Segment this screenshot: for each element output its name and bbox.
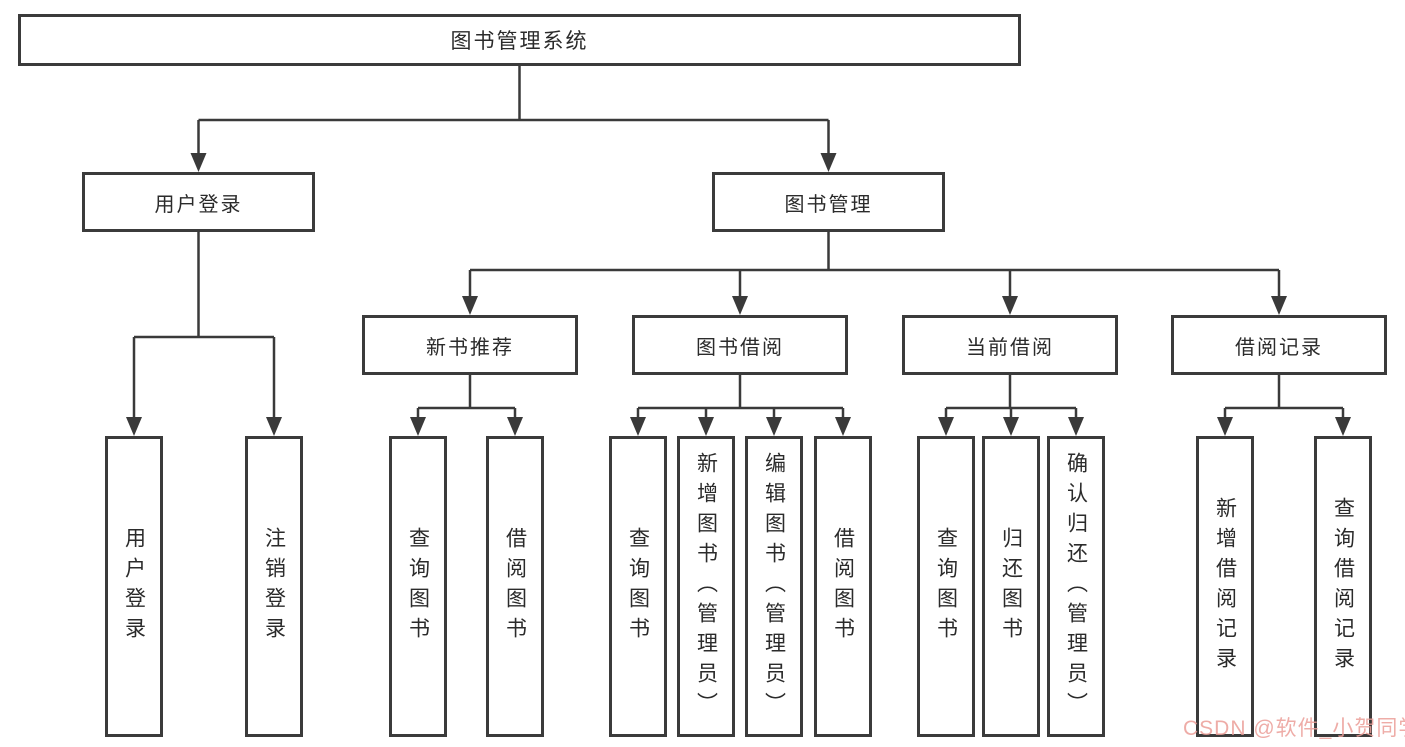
- arrowhead: [462, 296, 478, 315]
- node-root-library-system: 图书管理系统: [18, 14, 1021, 66]
- leaf-return-books: 归还图书: [982, 436, 1040, 737]
- node-label: 借阅图书: [503, 526, 527, 647]
- leaf-borrow-books-1: 借阅图书: [486, 436, 544, 737]
- connector-user-login: [132, 232, 276, 420]
- leaf-confirm-return-admin: 确认归还（管理员）: [1047, 436, 1105, 737]
- node-label: 编辑图书（管理员）: [762, 451, 786, 722]
- leaf-query-books-2: 查询图书: [609, 436, 667, 737]
- arrowhead: [1002, 296, 1018, 315]
- arrowhead: [1068, 417, 1084, 436]
- arrowhead: [835, 417, 851, 436]
- arrowhead: [1271, 296, 1287, 315]
- node-label: 查询借阅记录: [1331, 496, 1355, 677]
- connector-new-book-recommend: [416, 375, 517, 420]
- arrowhead: [938, 417, 954, 436]
- node-label: 新书推荐: [426, 336, 514, 359]
- leaf-logout: 注销登录: [245, 436, 303, 737]
- node-label: 新增借阅记录: [1213, 496, 1237, 677]
- connector-book-management: [468, 232, 1281, 299]
- node-label: 图书管理系统: [450, 30, 589, 53]
- node-label: 当前借阅: [966, 336, 1054, 359]
- node-user-login: 用户登录: [82, 172, 315, 232]
- leaf-edit-books-admin: 编辑图书（管理员）: [745, 436, 803, 737]
- arrowhead: [126, 417, 142, 436]
- node-book-borrow: 图书借阅: [632, 315, 848, 375]
- arrowhead: [820, 153, 837, 172]
- leaf-add-borrow-record: 新增借阅记录: [1196, 436, 1254, 737]
- connector-root-to-level2: [197, 66, 830, 156]
- node-new-book-recommend: 新书推荐: [362, 315, 578, 375]
- leaf-query-borrow-record: 查询借阅记录: [1314, 436, 1372, 737]
- leaf-user-login: 用户登录: [105, 436, 163, 737]
- arrowhead: [410, 417, 426, 436]
- arrowhead: [1003, 417, 1019, 436]
- node-label: 归还图书: [999, 526, 1023, 647]
- arrowhead: [732, 296, 748, 315]
- node-label: 用户登录: [154, 193, 243, 216]
- arrowhead: [1217, 417, 1233, 436]
- csdn-watermark: CSDN @软件_小贺同学: [1183, 717, 1405, 740]
- leaf-query-books-3: 查询图书: [917, 436, 975, 737]
- node-label: 借阅记录: [1235, 336, 1323, 359]
- arrowhead: [698, 417, 714, 436]
- node-book-management: 图书管理: [712, 172, 945, 232]
- node-label: 用户登录: [122, 526, 146, 647]
- arrowhead: [266, 417, 282, 436]
- connector-current-borrow: [944, 375, 1078, 420]
- arrowhead: [766, 417, 782, 436]
- leaf-add-books-admin: 新增图书（管理员）: [677, 436, 735, 737]
- connector-borrow-records: [1223, 375, 1345, 420]
- node-label: 图书管理: [784, 193, 873, 216]
- arrowhead: [630, 417, 646, 436]
- arrowhead: [1335, 417, 1351, 436]
- node-label: 查询图书: [934, 526, 958, 647]
- node-label: 图书借阅: [696, 336, 784, 359]
- connector-book-borrow: [636, 375, 845, 420]
- node-borrow-records: 借阅记录: [1171, 315, 1387, 375]
- node-label: 查询图书: [626, 526, 650, 647]
- arrowhead: [190, 153, 207, 172]
- leaf-borrow-books-2: 借阅图书: [814, 436, 872, 737]
- node-label: 确认归还（管理员）: [1064, 451, 1088, 722]
- node-label: 查询图书: [406, 526, 430, 647]
- node-label: 新增图书（管理员）: [694, 451, 718, 722]
- node-label: 借阅图书: [831, 526, 855, 647]
- node-current-borrow: 当前借阅: [902, 315, 1118, 375]
- leaf-query-books-1: 查询图书: [389, 436, 447, 737]
- node-label: 注销登录: [262, 526, 286, 647]
- arrowhead: [507, 417, 523, 436]
